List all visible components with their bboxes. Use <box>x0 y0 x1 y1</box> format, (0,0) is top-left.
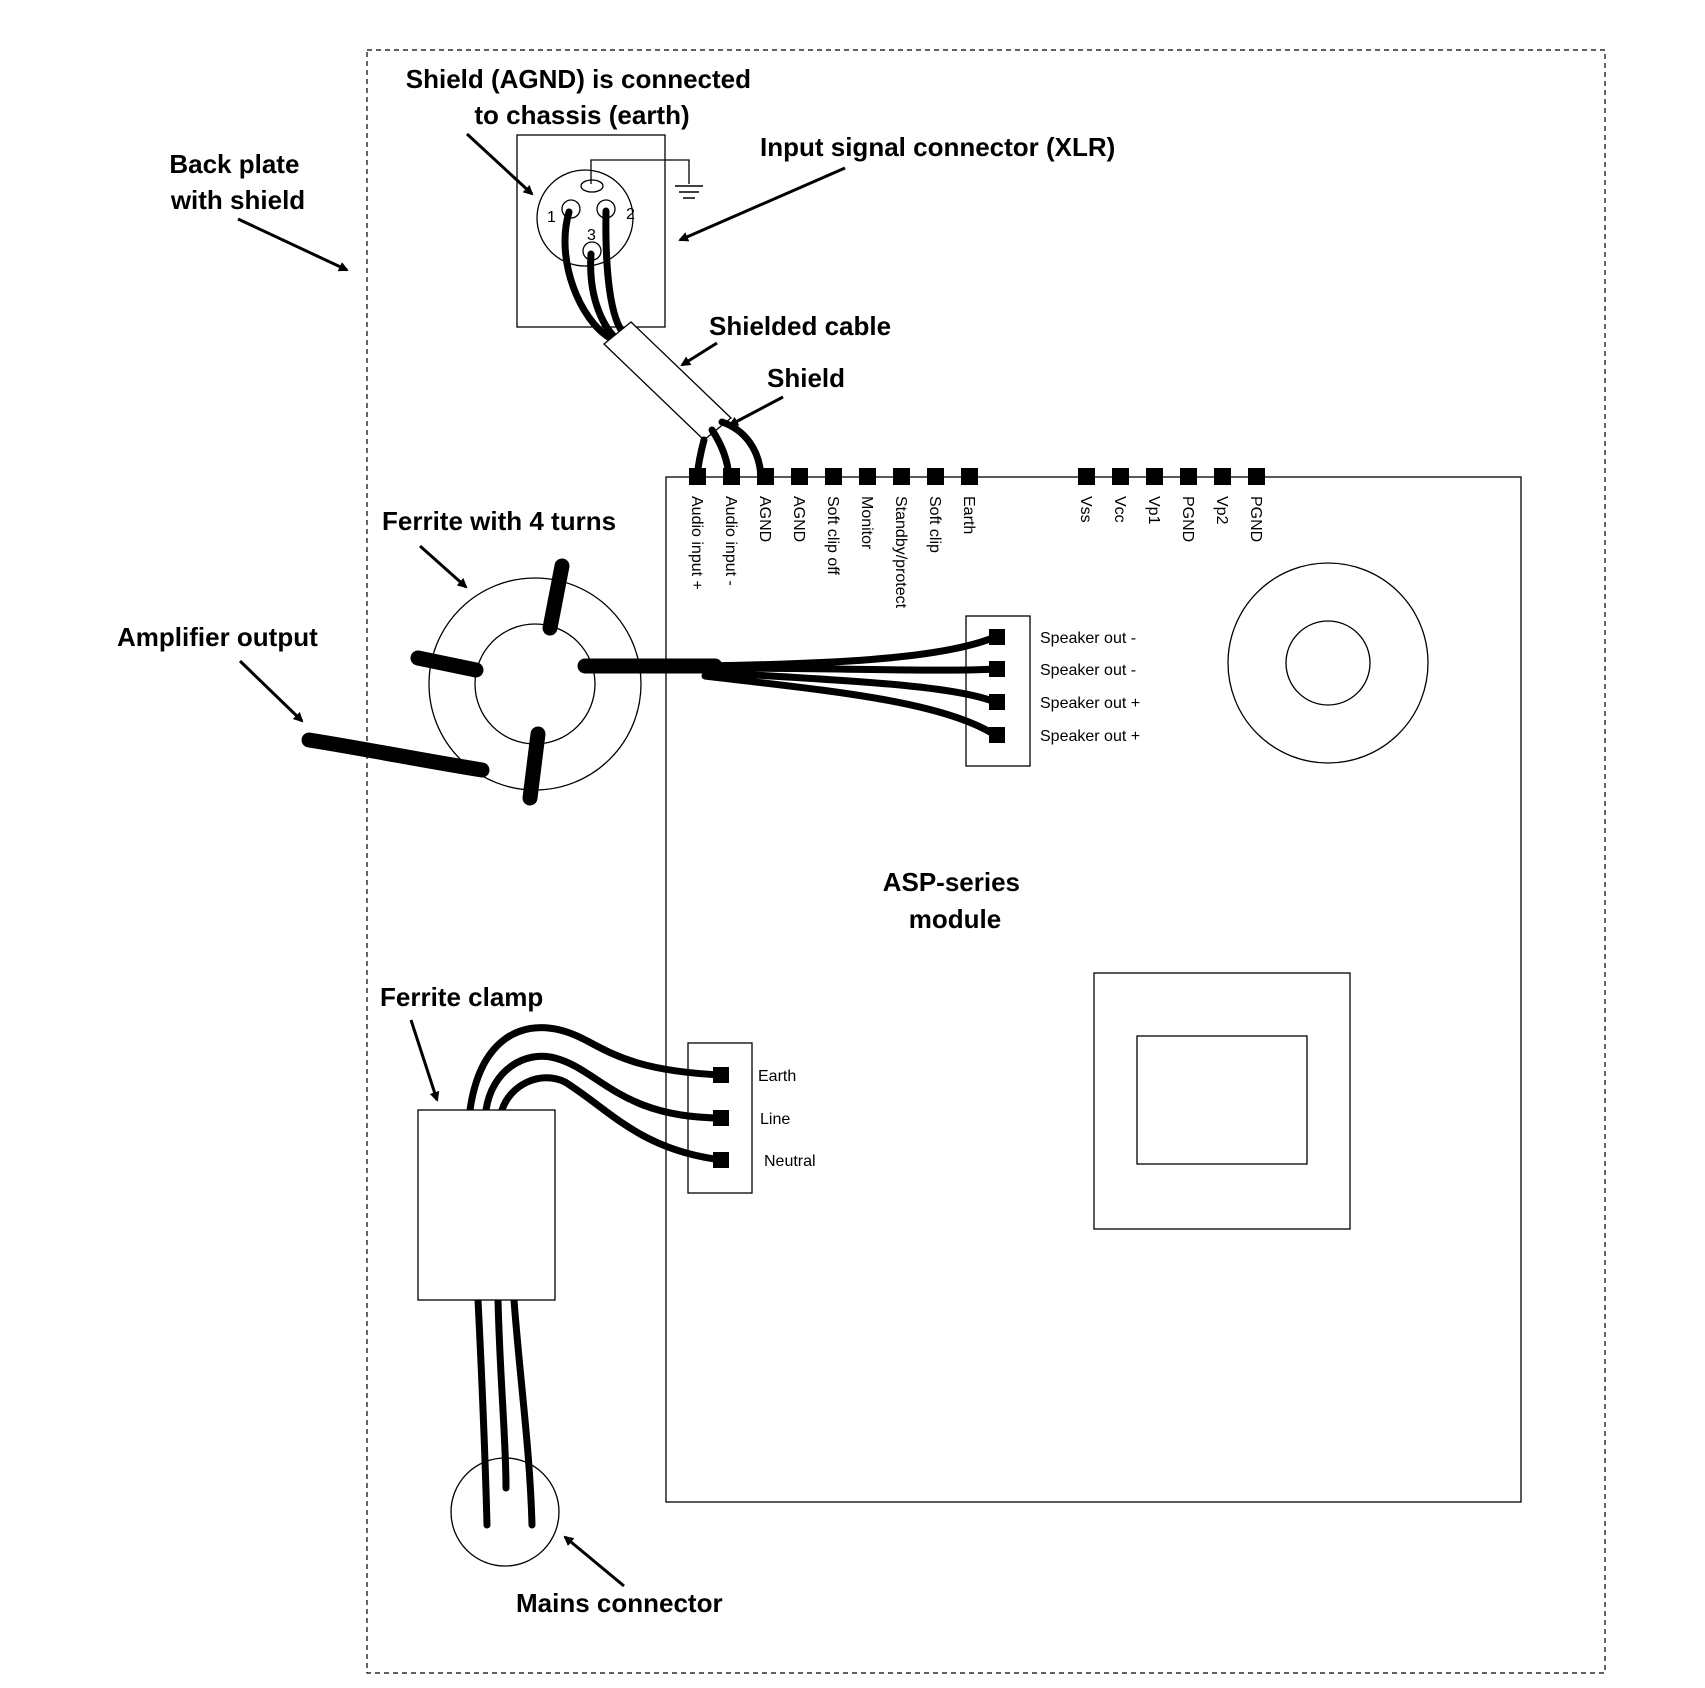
header-pin-square <box>1214 468 1231 485</box>
ferrite-ring-inner <box>474 623 596 745</box>
speaker-pin-label: Speaker out - <box>1040 662 1136 679</box>
input-connector-arrow <box>678 166 846 242</box>
header-pin-label: PGND <box>1179 496 1196 542</box>
xlr-shield-lug <box>580 179 604 193</box>
header-pin-label: Vp2 <box>1213 496 1230 525</box>
amp-output-arrow <box>238 659 304 723</box>
shield-earth-wire <box>590 159 690 184</box>
ferrite-turn-bottom <box>522 726 546 806</box>
header-pin-square <box>961 468 978 485</box>
header-pin-label: Soft clip <box>926 496 943 553</box>
ferrite-turn-left <box>410 650 484 678</box>
amplifier-output-cable <box>301 732 490 778</box>
header-pin-square <box>1112 468 1129 485</box>
mains-pin-label: Neutral <box>764 1153 816 1170</box>
amp-output-label: Amplifier output <box>117 622 318 652</box>
mains-cable-a <box>474 1296 491 1529</box>
header-left-pins: Audio input + Audio input - AGND AGND Soft c… <box>688 468 978 609</box>
header-pin-square <box>893 468 910 485</box>
header-pin-square <box>723 468 740 485</box>
speaker-pin-label: Speaker out - <box>1040 630 1136 647</box>
header-pin-square <box>927 468 944 485</box>
header-pin-label: Monitor <box>858 496 875 550</box>
header-pin-square <box>825 468 842 485</box>
mains-wire-line <box>482 1052 726 1122</box>
ferrite-turns-arrow <box>419 544 468 589</box>
ferrite-clamp-arrow <box>409 1019 440 1102</box>
xlr-connector-body <box>536 169 634 267</box>
mains-wire-neutral <box>498 1074 726 1164</box>
header-pin-square <box>1180 468 1197 485</box>
xlr-pin-2-label: 2 <box>626 206 635 223</box>
header-pin-square <box>757 468 774 485</box>
speaker-pin-label: Speaker out + <box>1040 695 1140 712</box>
header-right-pins: Vss Vcc Vp1 PGND Vp2 PGND <box>1077 468 1265 542</box>
mains-pin-label: Line <box>760 1111 790 1128</box>
xlr-wire-1 <box>561 208 614 342</box>
speaker-wire-3 <box>701 668 999 706</box>
header-pin-square <box>1078 468 1095 485</box>
header-pin-label: PGND <box>1247 496 1264 542</box>
shield-label: Shield <box>767 363 845 393</box>
speaker-wire-2 <box>701 664 999 674</box>
header-pin-square <box>689 468 706 485</box>
xlr-pin-3-label: 3 <box>587 227 596 244</box>
earth-ground-symbol <box>675 185 703 199</box>
shield-arrow <box>728 395 784 427</box>
module-toroid-outer <box>1227 562 1429 764</box>
module-transformer-outer <box>1093 972 1351 1230</box>
header-pin-square <box>859 468 876 485</box>
header-pin-label: Standby/protect <box>892 496 909 609</box>
header-pin-label: Vss <box>1077 496 1094 523</box>
ferrite-clamp-label: Ferrite clamp <box>380 982 543 1012</box>
ferrite-turn-top <box>542 558 570 636</box>
back-plate-arrow <box>237 217 349 272</box>
module-toroid-inner <box>1285 620 1371 706</box>
header-pin-square <box>1248 468 1265 485</box>
header-pin-label: Audio input + <box>688 496 705 590</box>
mains-connector-arrow <box>563 1535 625 1588</box>
module-label: ASP-series module <box>883 867 1028 934</box>
header-pin-label: Earth <box>960 496 977 534</box>
mains-cable-c <box>510 1296 536 1529</box>
mains-pin-label: Earth <box>758 1068 796 1085</box>
ferrite-turns-label: Ferrite with 4 turns <box>382 506 616 536</box>
header-pin-square <box>791 468 808 485</box>
speaker-pin-label: Speaker out + <box>1040 728 1140 745</box>
mains-wire-earth <box>466 1024 726 1114</box>
mains-cable-b <box>494 1296 510 1492</box>
xlr-wire-2 <box>602 207 629 339</box>
mains-connector-outline <box>450 1457 560 1567</box>
shielded-cable-arrow <box>680 341 718 367</box>
header-pin-label: Audio input - <box>722 496 739 586</box>
header-pin-label: AGND <box>790 496 807 542</box>
shielded-cable-label: Shielded cable <box>709 311 891 341</box>
header-pin-label: Soft clip off <box>824 496 841 575</box>
back-plate-label: Back plate with shield <box>169 149 306 215</box>
header-pin-label: AGND <box>756 496 773 542</box>
header-pin-label: Vp1 <box>1145 496 1162 525</box>
shield-agnd-label: Shield (AGND) is connected to chassis (e… <box>406 64 759 130</box>
module-transformer-inner <box>1136 1035 1308 1165</box>
speaker-pins: Speaker out - Speaker out - Speaker out + S… <box>989 629 1140 745</box>
speaker-wire-4 <box>701 672 999 739</box>
shield-agnd-arrow <box>465 132 534 196</box>
input-connector-label: Input signal connector (XLR) <box>760 132 1115 162</box>
header-pin-square <box>1146 468 1163 485</box>
xlr-pin-1-label: 1 <box>547 209 556 226</box>
mains-connector-label: Mains connector <box>516 1588 723 1618</box>
header-pin-label: Vcc <box>1111 496 1128 523</box>
ferrite-clamp-body <box>417 1109 556 1301</box>
